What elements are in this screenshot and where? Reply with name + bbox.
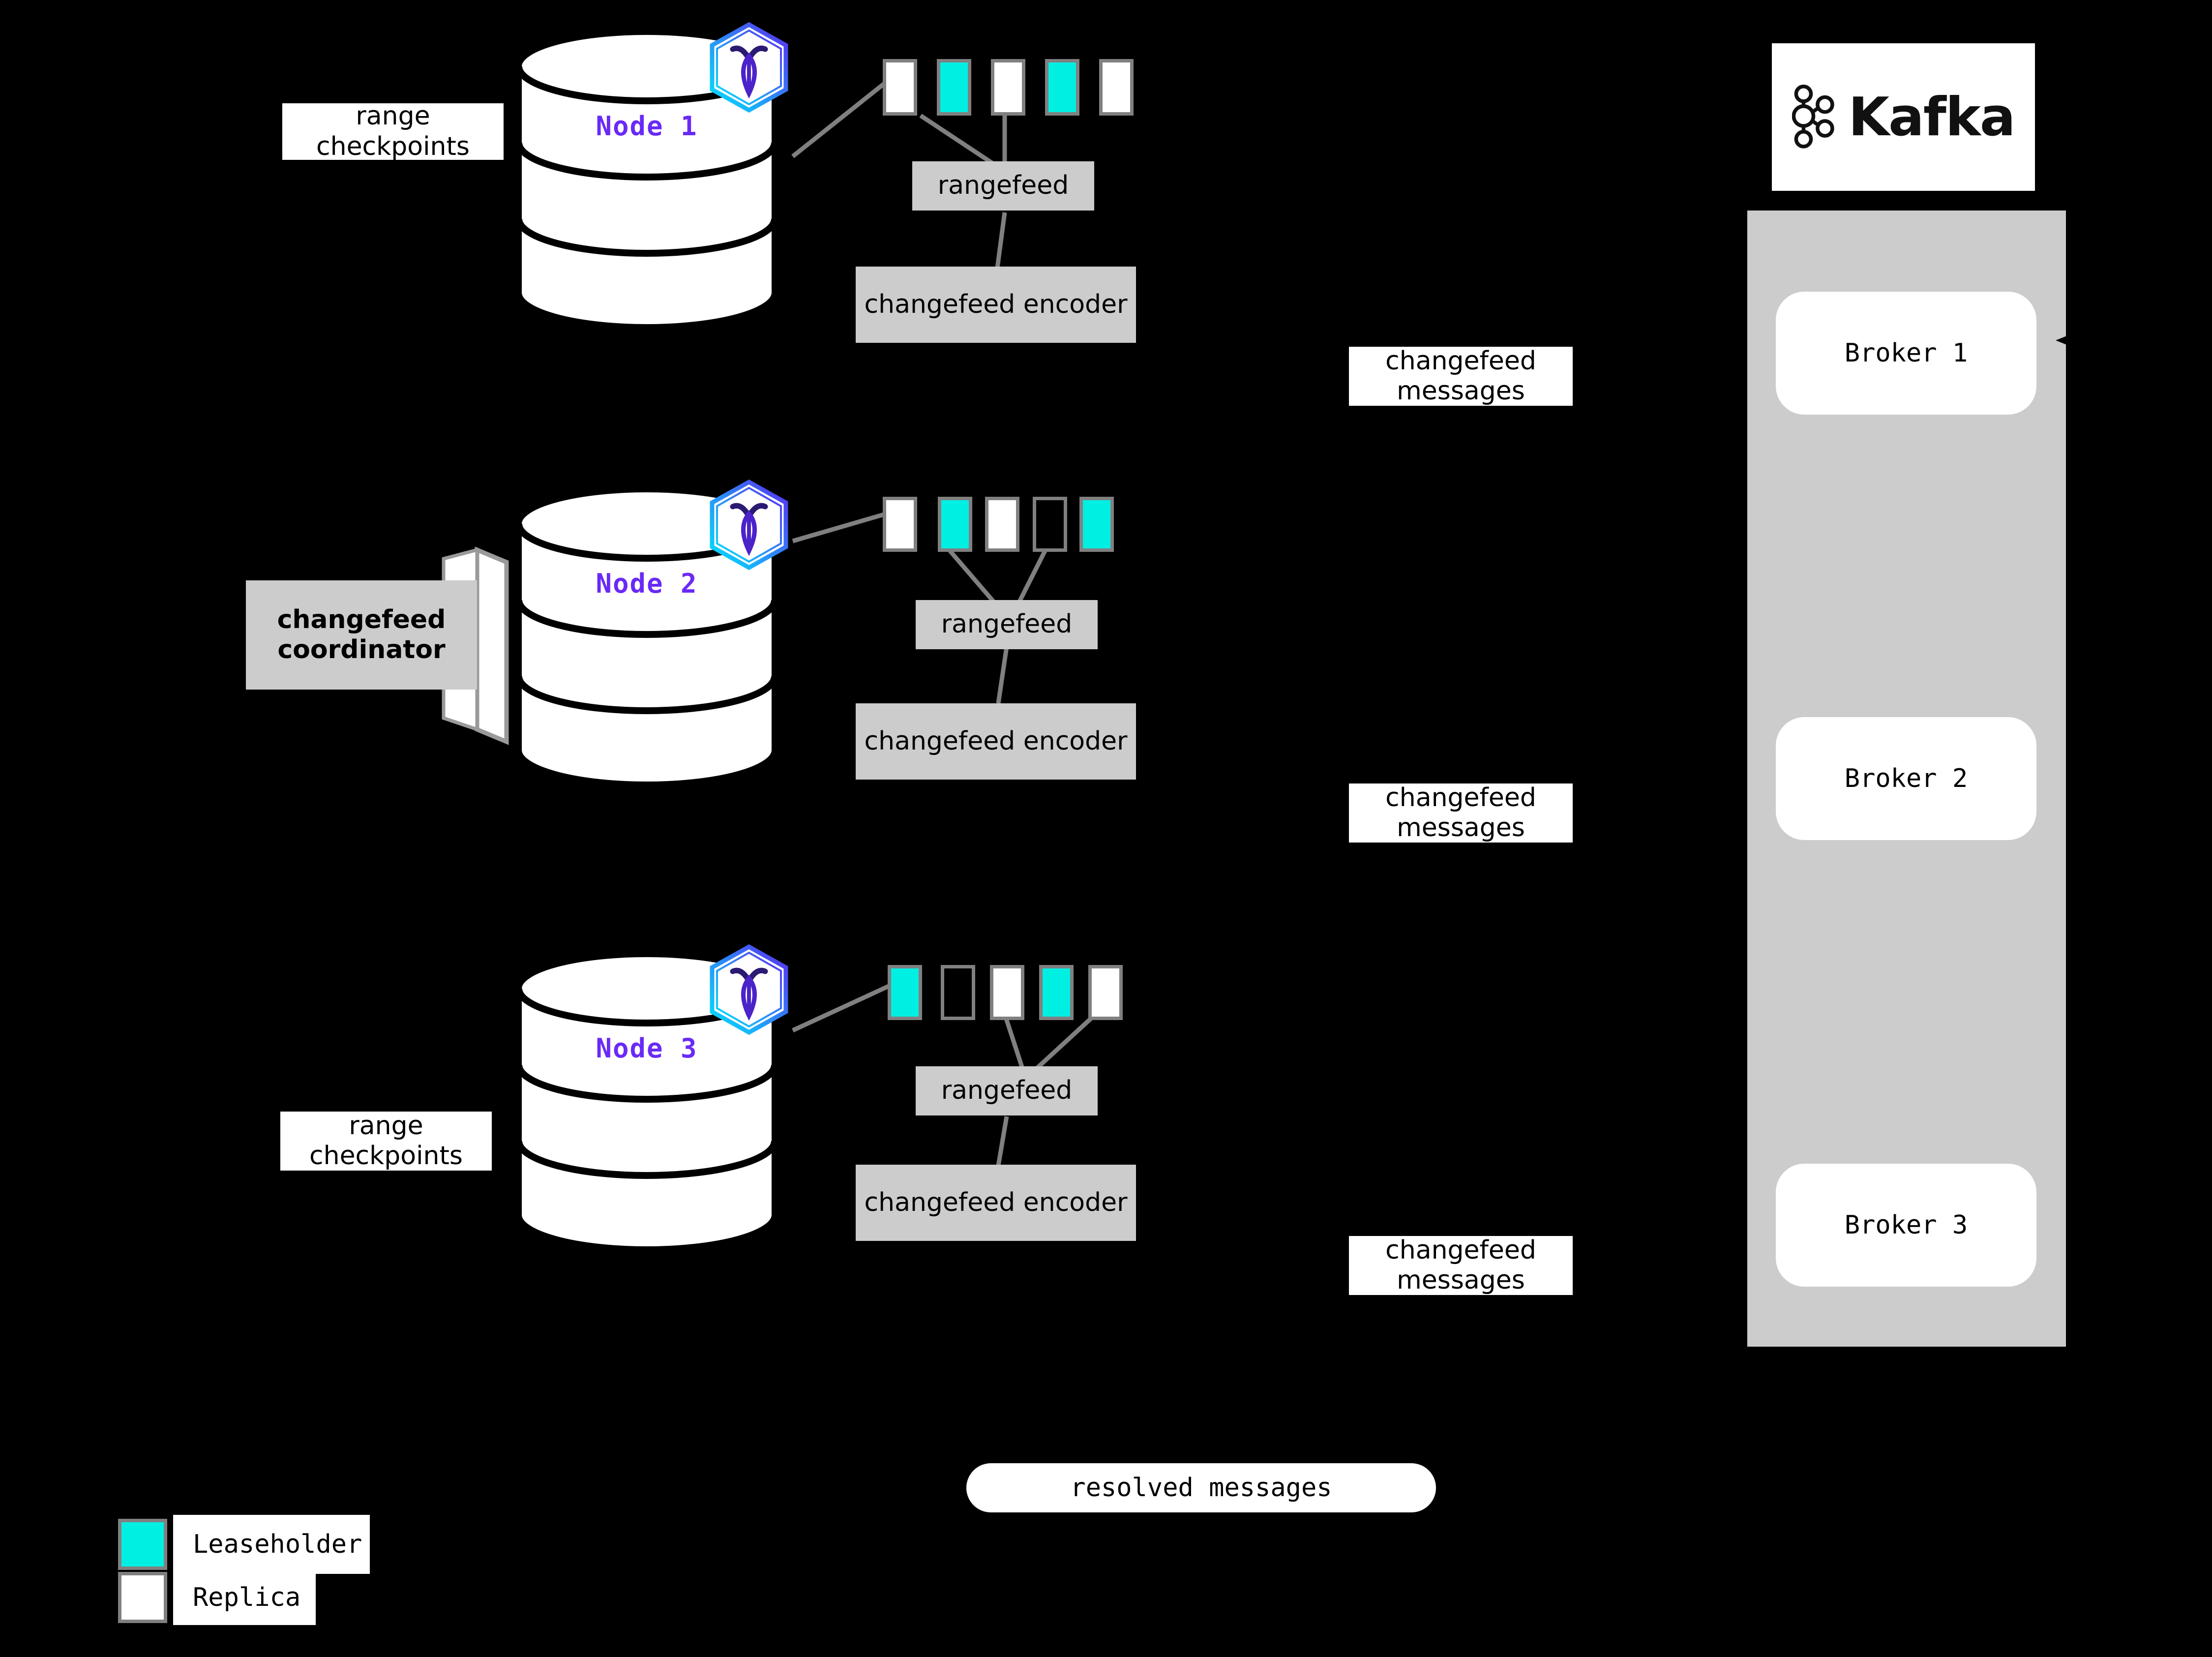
node3-range-checkpoints-label: range checkpoints xyxy=(280,1112,492,1171)
kafka-broker-2[interactable]: Broker 2 xyxy=(1776,717,2036,840)
node2-changefeed-coordinator-box[interactable]: changefeed coordinator xyxy=(246,580,477,690)
legend-swatch-leaseholder xyxy=(118,1519,167,1570)
node2-ranges xyxy=(883,497,1138,556)
node1-rangefeed-box[interactable]: rangefeed xyxy=(912,161,1094,211)
node1-changefeed-messages-label: changefeed messages xyxy=(1349,347,1573,406)
kafka-broker-1[interactable]: Broker 1 xyxy=(1776,292,2036,415)
node2-range-3[interactable] xyxy=(985,497,1019,552)
node1-ranges xyxy=(883,59,1138,118)
kafka-inbound-arrow-icon xyxy=(2056,331,2075,350)
node2-range-5[interactable] xyxy=(1079,497,1114,552)
node3-ranges xyxy=(888,965,1143,1024)
node3-rangefeed-box[interactable]: rangefeed xyxy=(916,1066,1098,1115)
node3-cockroachdb-logo-icon xyxy=(707,943,791,1036)
node2-changefeed-messages-label: changefeed messages xyxy=(1349,783,1573,843)
node2-changefeed-coordinator-callout[interactable]: changefeed coordinator xyxy=(246,545,531,752)
node3-label: Node 3 xyxy=(596,1033,698,1064)
legend-label-replica: Replica xyxy=(173,1570,316,1625)
legend-swatch-replica xyxy=(118,1572,167,1623)
node3-changefeed-messages-label: changefeed messages xyxy=(1349,1236,1573,1295)
node2-rangefeed-box[interactable]: rangefeed xyxy=(916,600,1098,649)
node1-range-checkpoints-label: range checkpoints xyxy=(282,103,504,160)
node1-cylinder: Node 1 xyxy=(516,30,777,330)
node2-range-2[interactable] xyxy=(938,497,972,552)
node3-changefeed-encoder-box[interactable]: changefeed encoder xyxy=(856,1165,1136,1241)
node1-range-2[interactable] xyxy=(937,59,971,116)
node2-range-1[interactable] xyxy=(883,497,917,552)
kafka-cluster-container: Broker 1 Broker 2 Broker 3 xyxy=(1747,211,2066,1347)
node2-cockroachdb-logo-icon xyxy=(707,478,791,572)
node1-range-5[interactable] xyxy=(1099,59,1134,116)
node1-label: Node 1 xyxy=(596,111,698,142)
node3-range-5[interactable] xyxy=(1088,965,1123,1020)
node1-range-3[interactable] xyxy=(991,59,1025,116)
node3-range-4[interactable] xyxy=(1039,965,1074,1020)
node3-range-1[interactable] xyxy=(888,965,922,1020)
node2-changefeed-encoder-box[interactable]: changefeed encoder xyxy=(856,703,1136,780)
node2-range-4[interactable] xyxy=(1033,497,1067,552)
resolved-messages-pill: resolved messages xyxy=(966,1463,1436,1512)
node1-changefeed-encoder-box[interactable]: changefeed encoder xyxy=(856,267,1136,343)
node1-range-1[interactable] xyxy=(883,59,917,116)
kafka-broker-3[interactable]: Broker 3 xyxy=(1776,1164,2036,1287)
node3-range-2[interactable] xyxy=(941,965,975,1020)
node1-range-4[interactable] xyxy=(1045,59,1079,116)
legend: Leaseholder Replica xyxy=(118,1515,423,1628)
kafka-logo-icon xyxy=(1792,83,1837,151)
kafka-logo-panel: Kafka xyxy=(1772,43,2035,191)
node3-range-3[interactable] xyxy=(990,965,1024,1020)
node1-cockroachdb-logo-icon xyxy=(707,21,791,114)
kafka-wordmark: Kafka xyxy=(1848,86,2015,148)
node2-label: Node 2 xyxy=(596,568,698,599)
legend-label-leaseholder: Leaseholder xyxy=(173,1515,370,1574)
